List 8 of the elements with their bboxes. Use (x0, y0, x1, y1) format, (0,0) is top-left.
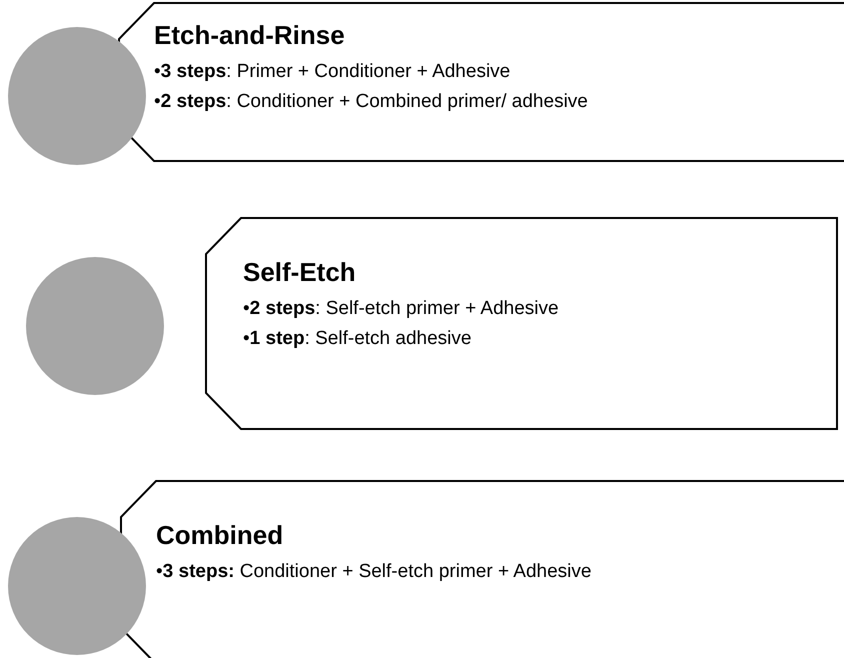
section-heading: Self-Etch (243, 257, 356, 288)
section-heading: Combined (156, 520, 284, 551)
list-item: •2 steps: Self-etch primer + Adhesive (243, 298, 559, 320)
list-item: •3 steps: Primer + Conditioner + Adhesive (154, 61, 510, 83)
section-heading: Etch-and-Rinse (154, 20, 345, 51)
list-item: •1 step: Self-etch adhesive (243, 328, 472, 350)
list-item: •2 steps: Conditioner + Combined primer/ adhesive (154, 91, 588, 113)
list-item: •3 steps: Conditioner + Self-etch primer + Adhesive (156, 561, 592, 583)
